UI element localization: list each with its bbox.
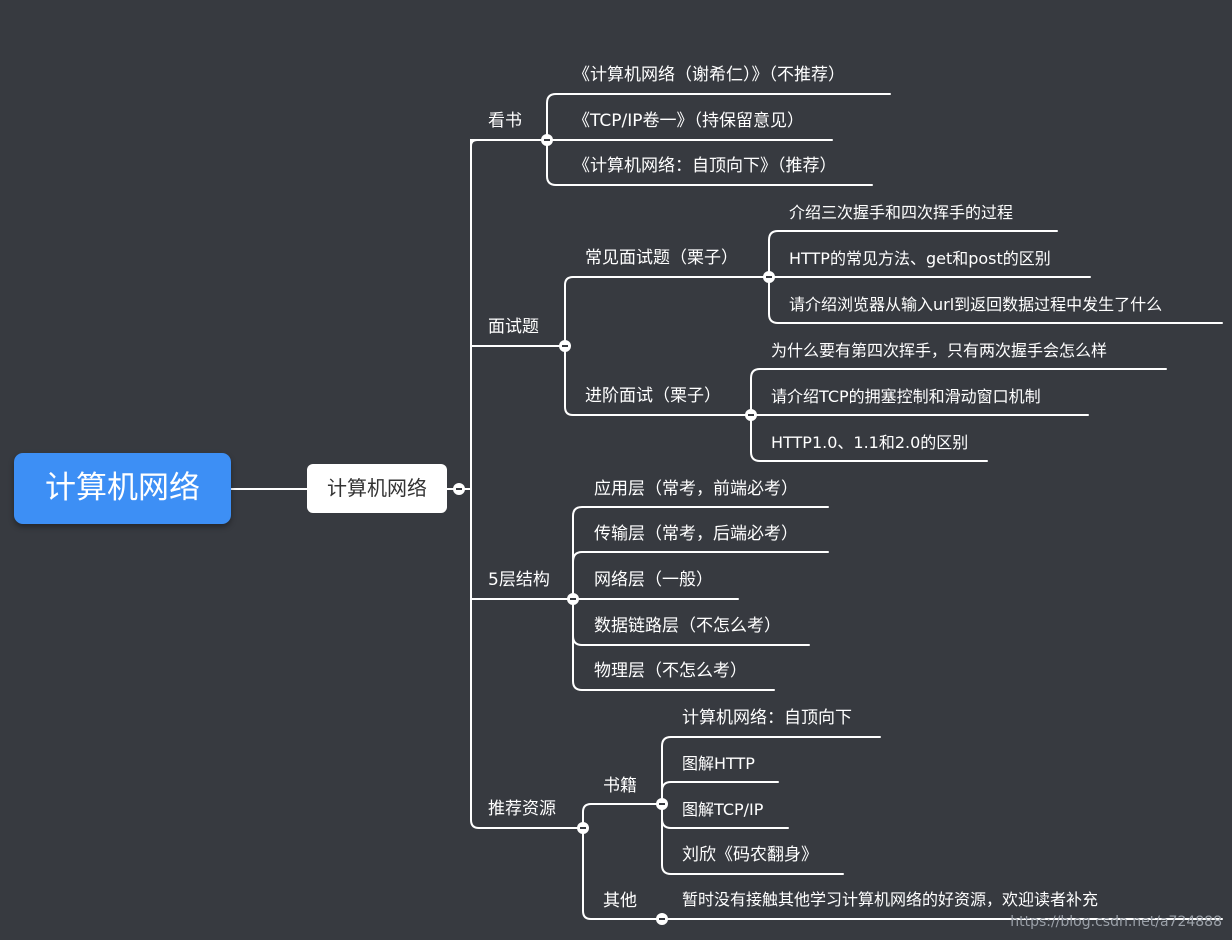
layer-item[interactable]: 传输层（常考，后端必考） — [594, 524, 798, 544]
book-item[interactable]: 《计算机网络（谢希仁）》（不推荐） — [573, 65, 845, 85]
branch-resources[interactable]: 推荐资源 — [488, 799, 556, 819]
interview-question[interactable]: 介绍三次握手和四次挥手的过程 — [789, 203, 1014, 222]
resource-book-item[interactable]: 图解HTTP — [682, 754, 755, 773]
interview-common-node[interactable]: 常见面试题（栗子） — [585, 248, 738, 268]
branch-mianshiti[interactable]: 面试题 — [488, 317, 539, 337]
collapse-toggle-icon[interactable] — [567, 593, 579, 605]
branch-5-layers[interactable]: 5层结构 — [488, 570, 550, 590]
branch-kanshu[interactable]: 看书 — [488, 111, 522, 131]
interview-question[interactable]: 请介绍浏览器从输入url到返回数据过程中发生了什么 — [789, 295, 1163, 314]
watermark-url: https://blog.csdn.net/a724888 — [1010, 914, 1222, 930]
collapse-toggle-icon[interactable] — [577, 822, 589, 834]
resource-book-item[interactable]: 刘欣《码农翻身》 — [682, 845, 818, 865]
main-topic-node[interactable]: 计算机网络 — [307, 464, 447, 513]
collapse-toggle-icon[interactable] — [559, 340, 571, 352]
collapse-toggle-icon[interactable] — [453, 483, 465, 495]
interview-question[interactable]: 请介绍TCP的拥塞控制和滑动窗口机制 — [771, 387, 1041, 406]
collapse-toggle-icon[interactable] — [541, 134, 553, 146]
interview-question[interactable]: HTTP的常见方法、get和post的区别 — [789, 249, 1051, 268]
book-item[interactable]: 《计算机网络：自顶向下》（推荐） — [573, 156, 837, 176]
resource-books-node[interactable]: 书籍 — [603, 776, 637, 796]
resource-other-node[interactable]: 其他 — [603, 891, 637, 911]
resource-book-item[interactable]: 图解TCP/IP — [682, 800, 764, 819]
layer-item[interactable]: 应用层（常考，前端必考） — [594, 479, 798, 499]
root-node[interactable]: 计算机网络 — [14, 453, 231, 524]
interview-advanced-node[interactable]: 进阶面试（栗子） — [585, 386, 721, 406]
layer-item[interactable]: 物理层（不怎么考） — [594, 661, 747, 681]
collapse-toggle-icon[interactable] — [763, 271, 775, 283]
layer-item[interactable]: 数据链路层（不怎么考） — [594, 616, 781, 636]
collapse-toggle-icon[interactable] — [745, 409, 757, 421]
interview-question[interactable]: HTTP1.0、1.1和2.0的区别 — [771, 433, 969, 452]
collapse-toggle-icon[interactable] — [656, 913, 668, 925]
resource-other-item[interactable]: 暂时没有接触其他学习计算机网络的好资源，欢迎读者补充 — [682, 890, 1099, 909]
interview-question[interactable]: 为什么要有第四次挥手，只有两次握手会怎么样 — [771, 341, 1108, 360]
book-item[interactable]: 《TCP/IP卷一》（持保留意见） — [573, 111, 805, 131]
resource-book-item[interactable]: 计算机网络：自顶向下 — [682, 708, 852, 728]
layer-item[interactable]: 网络层（一般） — [594, 570, 713, 590]
collapse-toggle-icon[interactable] — [656, 798, 668, 810]
